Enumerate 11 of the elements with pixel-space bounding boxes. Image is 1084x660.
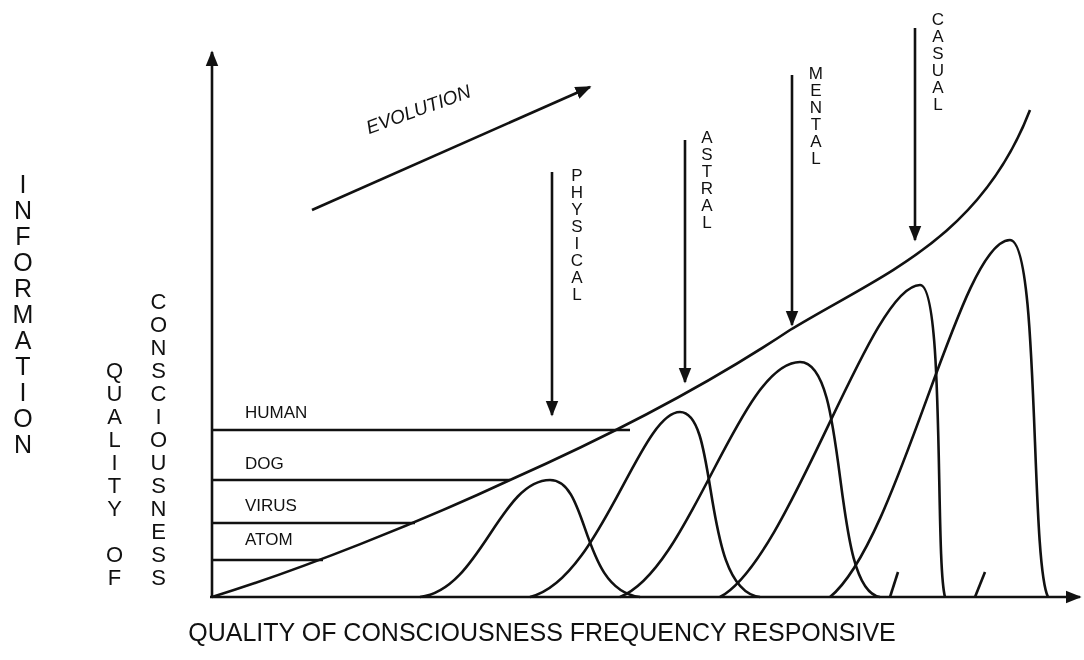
- axis-label: QUALITY OF CONSCIOUSNESS FREQUENCY RESPONSIVE: [187, 620, 897, 645]
- level-label: CASUAL: [927, 10, 948, 114]
- curve-label: ATOM: [245, 531, 293, 548]
- level-label: MENTAL: [805, 64, 826, 168]
- curve-label: DOG: [245, 455, 284, 472]
- curve-label: HUMAN: [245, 404, 308, 421]
- level-label: PHYSICAL: [566, 166, 587, 304]
- axis-label: QUALITY OF CONSCIOUSNESS: [101, 288, 172, 588]
- level-label: ASTRAL: [696, 128, 717, 232]
- axis-label: INFORMATION: [8, 170, 38, 458]
- curve-label: VIRUS: [245, 497, 297, 514]
